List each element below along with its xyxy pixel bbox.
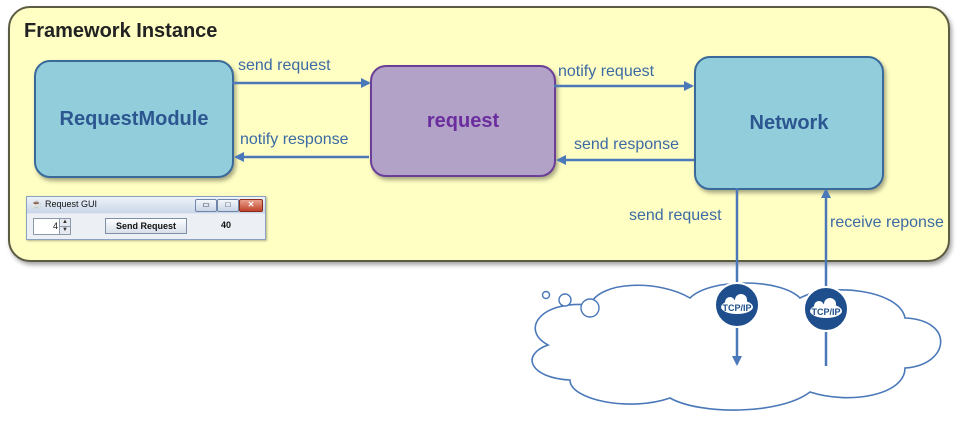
edge-label-send-request: send request xyxy=(238,57,331,74)
request-gui-body: 4 ▲ ▼ Send Request 40 xyxy=(27,214,265,239)
send-request-button[interactable]: Send Request xyxy=(105,218,187,234)
edge-label-receive-response: receive reponse xyxy=(830,214,944,231)
tcp-ip-icon: TCP/IP xyxy=(803,286,849,332)
request-label: request xyxy=(426,109,500,132)
network-label: Network xyxy=(749,111,829,134)
result-count: 40 xyxy=(221,220,232,230)
minimize-button[interactable]: ▭ xyxy=(195,199,217,212)
tcp-ip-label-right: TCP/IP xyxy=(811,307,840,317)
edge-label-send-request-down: send request xyxy=(629,207,722,224)
request-gui-window: ☕ Request GUI ▭ □ ✕ 4 ▲ ▼ Send Request 4… xyxy=(26,196,266,240)
app-icon: ☕ xyxy=(31,199,43,209)
spinner-down-icon[interactable]: ▼ xyxy=(59,227,70,234)
network-node: Network xyxy=(694,56,884,190)
edge-label-send-response: send response xyxy=(574,136,679,153)
request-gui-title: Request GUI xyxy=(45,199,98,209)
edge-label-notify-request: notify request xyxy=(558,63,655,80)
request-module-label: RequestModule xyxy=(59,107,209,130)
spinner-value[interactable]: 4 xyxy=(52,221,58,231)
request-gui-titlebar[interactable]: ☕ Request GUI ▭ □ ✕ xyxy=(27,197,265,213)
edge-label-notify-response: notify response xyxy=(240,131,349,148)
spinner-up-icon[interactable]: ▲ xyxy=(59,219,70,227)
request-module-node: RequestModule xyxy=(34,60,234,178)
count-spinner[interactable]: 4 ▲ ▼ xyxy=(33,218,71,235)
tcp-ip-icon: TCP/IP xyxy=(714,282,760,328)
framework-instance-title: Framework Instance xyxy=(24,20,218,42)
close-button[interactable]: ✕ xyxy=(239,199,263,212)
tcp-ip-label-left: TCP/IP xyxy=(722,303,751,313)
request-node: request xyxy=(370,65,556,177)
maximize-button[interactable]: □ xyxy=(217,199,239,212)
